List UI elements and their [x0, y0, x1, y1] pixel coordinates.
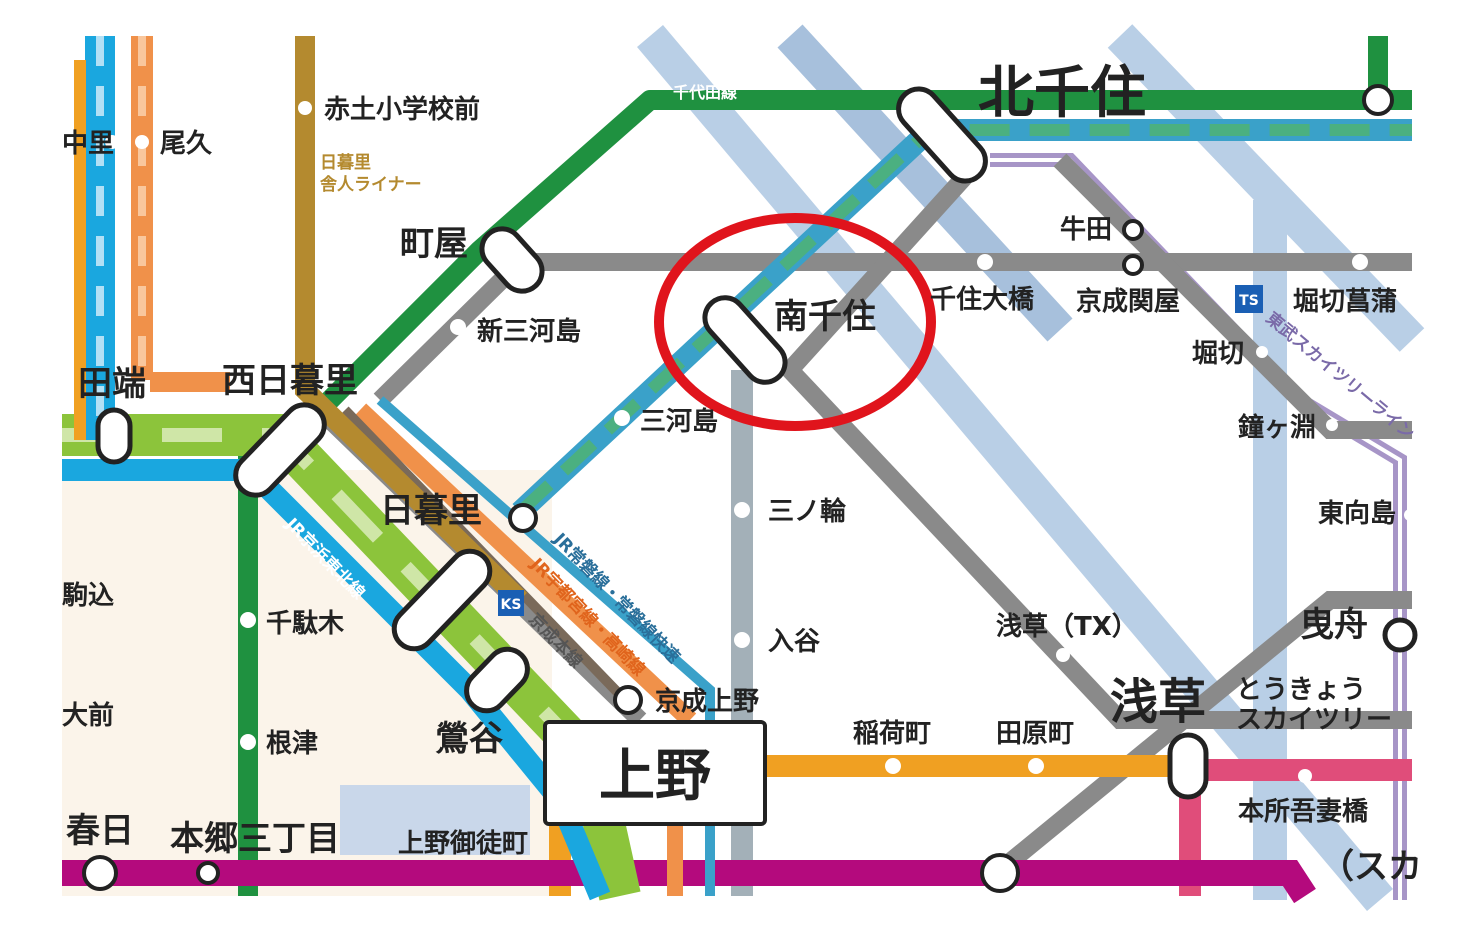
line-label-chiyoda: 千代田線: [673, 83, 737, 102]
station-oku[interactable]: 尾久: [160, 129, 212, 159]
dot-keisei-ueno[interactable]: [613, 685, 643, 715]
station-horikiri-shobuen[interactable]: 堀切菖蒲: [1293, 287, 1397, 317]
station-komagome[interactable]: 駒込: [62, 581, 114, 611]
joban-rail-lower: [376, 396, 715, 896]
nippori-toneri-line: [295, 36, 527, 608]
capsule-nippori[interactable]: [386, 543, 498, 657]
station-asakusa[interactable]: 浅草: [1110, 674, 1206, 730]
capsule-nishi-nippori[interactable]: [227, 397, 332, 504]
station-sendagi[interactable]: 千駄木: [266, 609, 344, 639]
station-uguisudani[interactable]: 鶯谷: [435, 719, 503, 759]
highlight-circle: [654, 213, 936, 431]
station-inaricho[interactable]: 稲荷町: [853, 719, 931, 749]
station-nezu[interactable]: 根津: [266, 729, 318, 759]
svg-text:TS: TS: [1239, 293, 1259, 309]
station-tabata[interactable]: 田端: [78, 364, 146, 404]
station-partial-skytree[interactable]: （スカ: [1320, 847, 1422, 887]
station-akado[interactable]: 赤土小学校前: [324, 94, 480, 125]
station-dots-plain: [105, 101, 1416, 783]
station-kita-senju[interactable]: 北千住: [978, 61, 1146, 126]
tsukuba-express-line-inner: [777, 24, 1073, 342]
dot-oedo-east[interactable]: [980, 853, 1020, 893]
station-senju-ohashi[interactable]: 千住大橋: [930, 284, 1035, 315]
capsule-oshiage[interactable]: [1382, 617, 1418, 653]
station-shin-mikawashima[interactable]: 新三河島: [477, 316, 581, 347]
station-keisei-sekiya[interactable]: 京成関屋: [1076, 286, 1180, 317]
dot-kasuga[interactable]: [82, 855, 118, 891]
station-kasuga[interactable]: 春日: [66, 811, 134, 851]
dot-kita-senju-east[interactable]: [1362, 84, 1394, 116]
station-ushida[interactable]: 牛田: [1060, 215, 1112, 245]
dot-nippori[interactable]: [508, 503, 538, 533]
tsukuba-express-line: [637, 24, 1425, 911]
transfer-capsules: [95, 81, 1418, 800]
capsule-kita-senju[interactable]: [890, 81, 993, 190]
station-minowa[interactable]: 三ノ輪: [768, 496, 847, 527]
station-daimae[interactable]: 大前: [62, 700, 114, 731]
svg-text:KS: KS: [501, 597, 522, 613]
station-mikawashima[interactable]: 三河島: [640, 407, 718, 437]
capsule-machiya[interactable]: [474, 221, 551, 300]
line-label-nippori-toneri-2: 舎人ライナー: [320, 174, 422, 195]
station-asakusa-tx[interactable]: 浅草（TX）: [996, 612, 1138, 642]
pond-area: [340, 785, 530, 855]
station-dots: [82, 84, 1394, 893]
station-tawaramachi[interactable]: 田原町: [996, 719, 1074, 749]
station-hongo[interactable]: 本郷三丁目: [170, 819, 340, 859]
station-honjo[interactable]: 本所吾妻橋: [1238, 797, 1369, 827]
capsule-uguisudani[interactable]: [458, 641, 535, 719]
station-nippori[interactable]: 日暮里: [380, 491, 482, 531]
station-ueno: 上野: [599, 744, 711, 809]
ueno-station-box[interactable]: 上野: [543, 720, 767, 826]
station-ueno-okachimachi[interactable]: 上野御徒町: [398, 828, 528, 859]
station-iriya[interactable]: 入谷: [768, 627, 821, 657]
dot-hongo[interactable]: [196, 861, 220, 885]
capsule-minami-senju[interactable]: [697, 289, 794, 390]
station-skytree-2[interactable]: スカイツリー: [1236, 705, 1392, 735]
dot-ushida[interactable]: [1122, 219, 1144, 241]
station-keisei-ueno[interactable]: 京成上野: [655, 686, 759, 717]
capsule-tabata[interactable]: [95, 407, 133, 465]
station-minami-senju[interactable]: 南千住: [774, 297, 876, 337]
station-oshiage[interactable]: 曳舟: [1300, 605, 1368, 645]
station-skytree-1[interactable]: とうきょう: [1236, 675, 1366, 705]
station-nishi-nippori[interactable]: 西日暮里: [222, 361, 358, 401]
station-partial-nakazato[interactable]: 中里: [62, 129, 114, 159]
station-machiya[interactable]: 町屋: [400, 224, 468, 264]
line-label-nippori-toneri-1: 日暮里: [320, 152, 371, 173]
ts-badge: TS: [1235, 285, 1263, 313]
ks-badge: KS: [498, 590, 524, 616]
capsule-asakusa[interactable]: [1167, 732, 1209, 800]
station-kanegafuchi[interactable]: 鐘ヶ淵: [1238, 412, 1316, 443]
station-horikiri[interactable]: 堀切: [1192, 339, 1244, 369]
oedo-line: [62, 860, 1316, 904]
dot-keisei-sekiya[interactable]: [1122, 254, 1144, 276]
station-labels: 北千住 南千住 町屋 新三河島 三河島 西日暮里 日暮里 田端 三ノ輪 入谷 京…: [62, 61, 1422, 887]
station-higashi-mukojima[interactable]: 東向島: [1318, 498, 1396, 529]
